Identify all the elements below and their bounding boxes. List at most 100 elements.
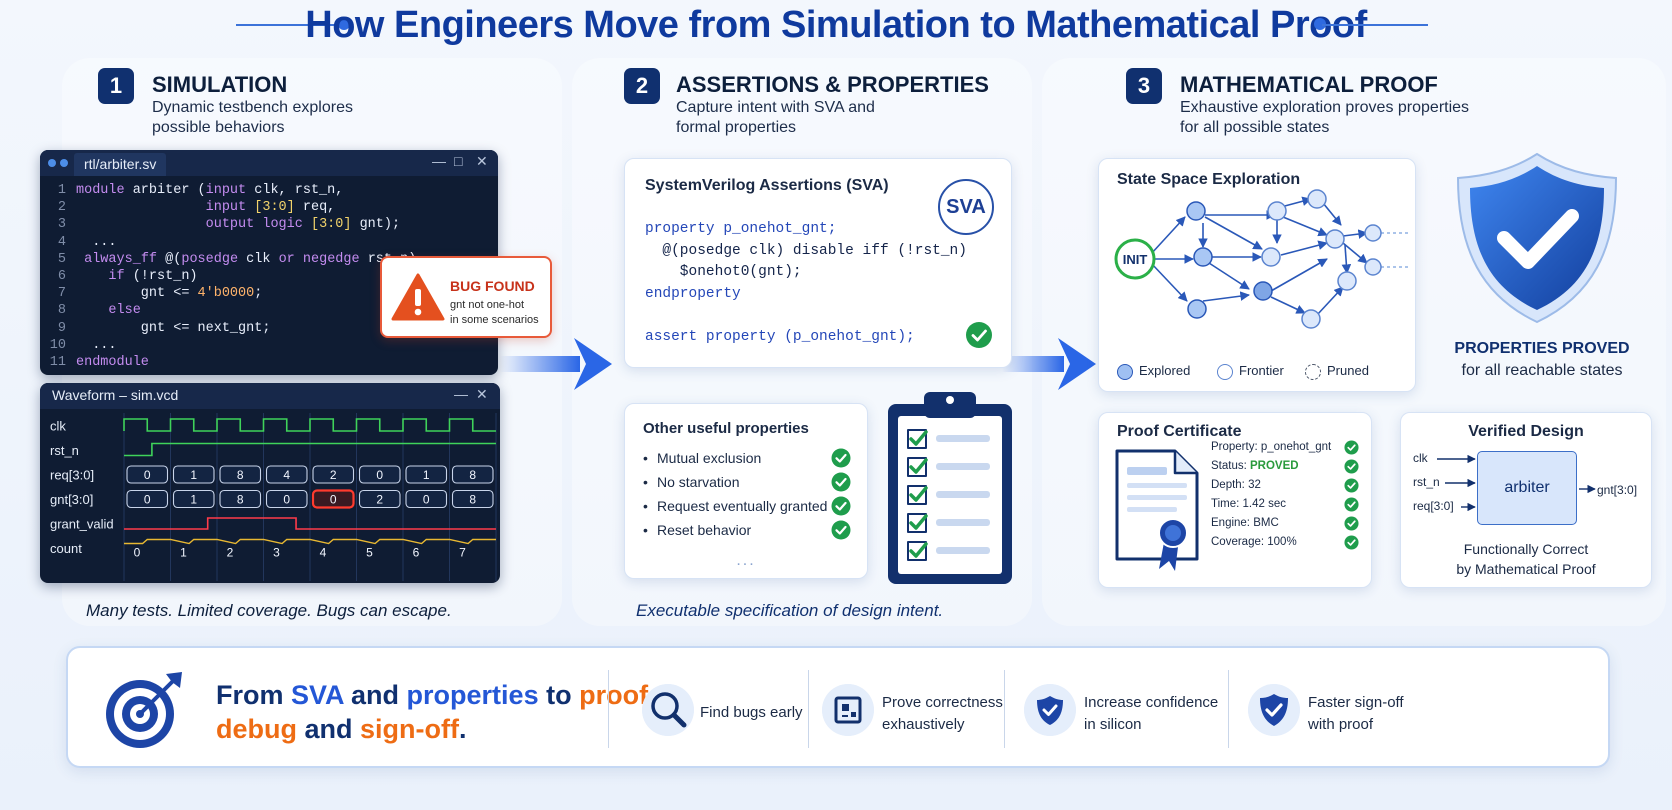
bus-value: 0 (376, 468, 383, 482)
banner-word-properties: properties (406, 680, 539, 710)
code-file-tab[interactable]: rtl/arbiter.sv (74, 153, 167, 176)
sva-code-line: @(posedge clk) disable iff (!rst_n) (645, 241, 967, 263)
close-icon[interactable]: ✕ (476, 386, 488, 402)
signal-name: grant_valid (50, 516, 114, 531)
waveform-titlebar: Waveform – sim.vcd — ✕ (40, 383, 500, 409)
step-2-title: ASSERTIONS & PROPERTIES (676, 72, 989, 97)
line-number: 11 (49, 354, 66, 370)
bus-value-cell (265, 489, 308, 509)
banner-word-signoff: sign-off (360, 714, 459, 744)
cert-row-property: Property: p_onehot_gnt (1211, 437, 1359, 457)
property-item-label: No starvation (657, 474, 740, 490)
bug-description: gnt not one-hot in some scenarios (450, 298, 550, 328)
sva-code-line: property p_onehot_gnt; (645, 219, 967, 241)
bus-value: 1 (190, 493, 197, 507)
bus-value: 2 (376, 493, 383, 507)
close-icon[interactable]: ✕ (476, 153, 488, 169)
signal-name: gnt[3:0] (50, 492, 93, 507)
rst-trace (124, 442, 496, 457)
step-2-subtitle-line-2: formal properties (676, 119, 797, 136)
banner-headline-line-1: From SVA and properties to proof, (216, 678, 656, 712)
title-rule-right (1322, 24, 1428, 26)
sva-code-line: $onehot0(gnt); (645, 262, 967, 284)
properties-proved-title: PROPERTIES PROVED (1454, 340, 1630, 357)
summary-banner: From SVA and properties to proof, debug … (66, 646, 1610, 768)
property-item: •Reset behavior (643, 518, 851, 542)
bus-value: 0 (144, 468, 151, 482)
line-number: 1 (57, 183, 66, 198)
sva-code-line: assert property (p_onehot_gnt); (645, 327, 967, 349)
step-3-subtitle-line-1: Exhaustive exploration proves properties (1180, 99, 1470, 116)
step-1-subtitle-line-1: Dynamic testbench explores (152, 99, 353, 116)
line-number: 8 (57, 303, 66, 319)
window-dot-icon (60, 159, 68, 167)
minimize-icon[interactable]: — (454, 386, 468, 402)
code-line: 2 input [3:0] req, (40, 199, 498, 216)
state-space-graph: INIT (1114, 189, 1411, 329)
banner-word: and (343, 680, 407, 710)
bus-value-cell (265, 465, 308, 484)
line-number: 2 (57, 200, 66, 216)
legend-pruned-label: Pruned (1327, 363, 1369, 378)
simulation-caption: Many tests. Limited coverage. Bugs can e… (86, 601, 452, 620)
warning-icon (391, 273, 445, 321)
cert-row-label: Property: (1211, 441, 1258, 453)
cert-row-label: Coverage: (1211, 536, 1265, 548)
bus-value-cell (219, 489, 262, 509)
sva-badge: SVA (938, 179, 994, 235)
maximize-icon[interactable]: □ (454, 153, 463, 169)
arrow-right-icon (1002, 338, 1096, 390)
cert-row-value: p_onehot_gnt (1260, 441, 1332, 453)
bus-value: 0 (283, 493, 290, 507)
circuit-chip-icon (822, 684, 874, 736)
bus-value-cell (126, 465, 169, 484)
verified-design-card: Verified Design arbiter clk rst_n req[3:… (1400, 412, 1652, 588)
cert-row-value: 100% (1267, 536, 1297, 548)
cert-row-value: BMC (1253, 517, 1279, 529)
feature-line: exhaustively (882, 716, 965, 733)
check-circle-icon (1344, 440, 1359, 455)
line-number: 3 (57, 217, 66, 233)
minimize-icon[interactable]: — (432, 153, 446, 169)
bus-value: 2 (330, 468, 337, 482)
cert-row-engine: Engine: BMC (1211, 513, 1359, 533)
code-line: 8 else (40, 302, 498, 319)
code-text: else (108, 303, 141, 319)
bus-value: 8 (237, 468, 244, 482)
count-value: 3 (273, 546, 280, 560)
proof-certificate-card: Proof Certificate Property: p_onehot_gnt… (1098, 412, 1372, 588)
banner-word: From (216, 680, 292, 710)
sva-code-text: @(posedge clk) disable iff (!rst_n) (645, 242, 967, 259)
count-value: 6 (413, 546, 420, 560)
step-3-number: 3 (1126, 68, 1162, 104)
input-port-clk: clk (1413, 451, 1428, 465)
bus-value-cell (172, 465, 215, 484)
property-item-label: Mutual exclusion (657, 450, 762, 466)
cert-row-value: PROVED (1250, 460, 1299, 472)
step-3-title: MATHEMATICAL PROOF (1180, 72, 1438, 97)
code-line: 4 ... (40, 234, 498, 251)
banner-word-debug: debug (216, 714, 297, 744)
other-properties-card: Other useful properties •Mutual exclusio… (624, 403, 868, 579)
code-text: ... (76, 337, 117, 353)
check-circle-icon (831, 520, 851, 540)
bus-value: 1 (190, 468, 197, 482)
code-window-titlebar: rtl/arbiter.sv — □ ✕ (40, 150, 498, 176)
grant-valid-trace (124, 517, 496, 530)
bus-value: 0 (423, 493, 430, 507)
port-arrows (1437, 454, 1596, 512)
code-text: input [3:0] req, (205, 200, 336, 216)
legend-frontier-swatch (1217, 363, 1233, 380)
bus-value-cell (405, 465, 448, 484)
check-circle-icon (831, 448, 851, 468)
line-number: 9 (57, 320, 66, 336)
bug-description-line-2: in some scenarios (450, 314, 539, 326)
certificate-document-icon (1115, 449, 1199, 571)
cert-row-value: 1.42 sec (1242, 498, 1287, 510)
code-text: if (!rst_n) (108, 268, 198, 284)
banner-divider (1004, 670, 1005, 748)
title-rule-left (236, 24, 342, 26)
check-circle-icon (831, 472, 851, 492)
feature-line: in silicon (1084, 716, 1142, 733)
